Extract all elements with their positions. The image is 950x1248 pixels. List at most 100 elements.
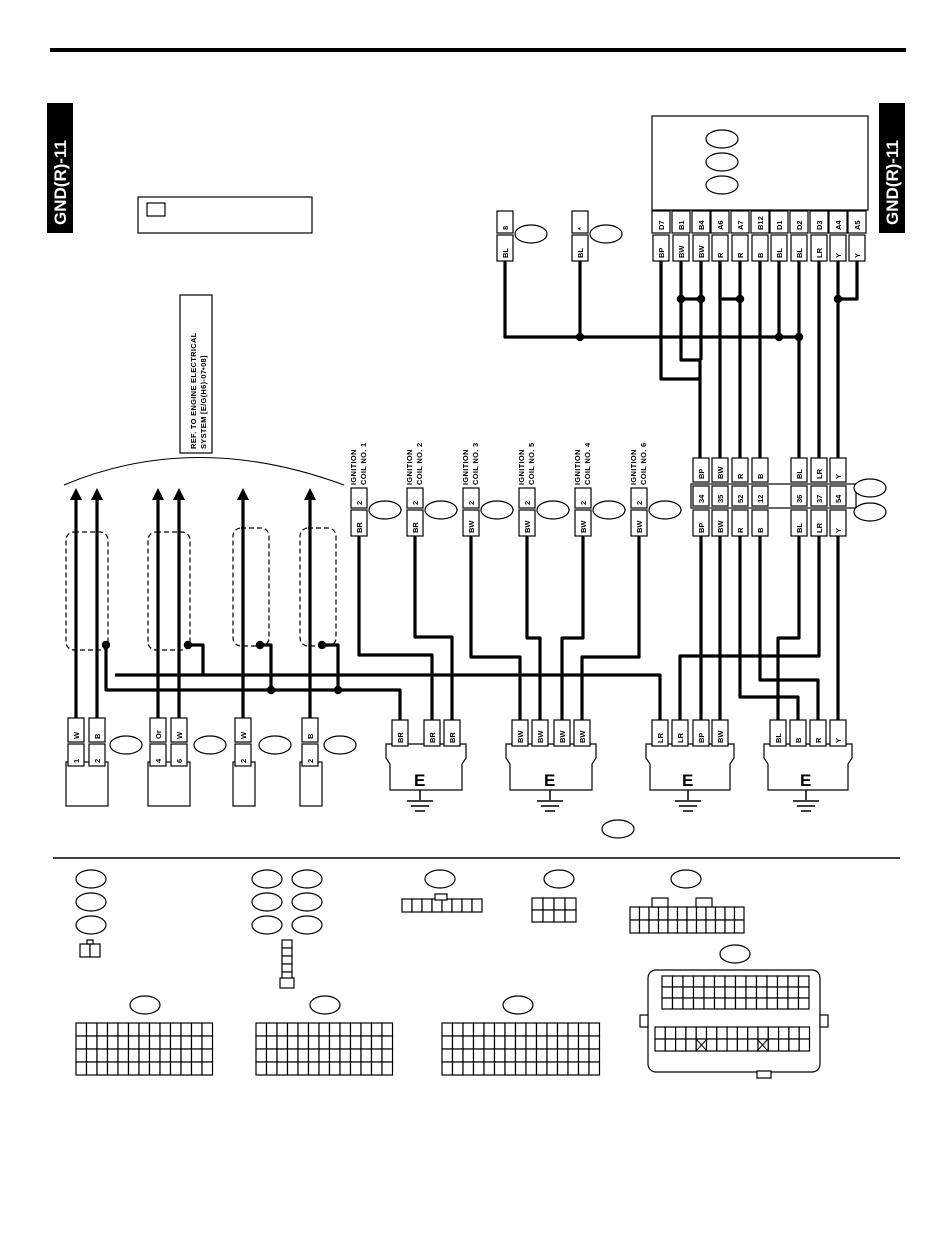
coil-wire-color: BW <box>574 509 592 537</box>
svg-text:IGNITION: IGNITION <box>405 449 414 485</box>
sensor-pin-label: 2 <box>301 743 319 767</box>
coil-pin-label: 2 <box>350 487 368 509</box>
svg-text:SYSTEM [E/G(H6)-07•08]: SYSTEM [E/G(H6)-07•08] <box>199 355 208 449</box>
sensor <box>147 761 191 807</box>
terminal-ref-oval <box>589 224 623 244</box>
terminal-pin-label: 8 <box>496 210 514 234</box>
coil-pin-label: 2 <box>518 487 536 509</box>
junction-dot <box>696 294 706 304</box>
shield-drain-wire <box>322 643 340 690</box>
bl-wire <box>776 536 801 720</box>
connector-ref-oval <box>75 869 107 889</box>
junction-dot <box>317 640 327 650</box>
svg-text:6: 6 <box>175 759 184 763</box>
ground-label: E <box>544 771 555 790</box>
svg-text:D3: D3 <box>815 220 824 230</box>
svg-text:R: R <box>736 252 745 258</box>
svg-text:37: 37 <box>815 495 824 503</box>
svg-text:BL: BL <box>795 523 804 533</box>
ecm-pin-label: B4 <box>691 210 711 234</box>
reference-note: REF. TO ENGINE ELECTRICAL SYSTEM [E/G(H6… <box>179 294 213 454</box>
joint-pin-label: 54 <box>829 485 847 507</box>
svg-text:B12: B12 <box>756 216 765 230</box>
terminal-pin-label: * <box>571 210 589 234</box>
joint-upper-color: BP <box>692 457 710 483</box>
svg-text:D1: D1 <box>775 220 784 230</box>
terminal-wire-color: BL <box>496 234 514 262</box>
joint-upper-color: BW <box>711 457 729 483</box>
connector-ref-oval <box>251 892 283 912</box>
ecm-wire-color: B <box>751 234 769 262</box>
svg-text:BL: BL <box>795 469 804 479</box>
connector-ref-oval <box>75 915 107 935</box>
page-tag-left: GND(R)-11 <box>47 103 73 233</box>
joint-pin-label: 52 <box>731 485 749 507</box>
ecm-wire-color: LR <box>810 234 828 262</box>
joint-upper-color: BL <box>790 457 808 483</box>
arrow-head <box>70 488 82 500</box>
junction-dot <box>255 640 265 650</box>
ground-wire-color: BW <box>573 719 591 747</box>
bl-bus-wire <box>503 261 799 339</box>
svg-text:BW: BW <box>558 730 567 743</box>
sensor-pin-label: 6 <box>170 743 188 767</box>
svg-text:COIL NO. 2: COIL NO. 2 <box>415 443 424 485</box>
svg-text:W: W <box>72 731 81 739</box>
ecm-wire-color: R <box>731 234 749 262</box>
shield <box>232 527 270 647</box>
coil-ref-oval <box>368 500 402 520</box>
svg-text:BL: BL <box>774 733 783 743</box>
svg-text:D2: D2 <box>795 220 804 230</box>
shield <box>147 531 191 651</box>
connector-terminal-strip <box>281 939 293 981</box>
ecm-pin-label: D3 <box>809 210 829 234</box>
svg-text:BP: BP <box>697 733 706 743</box>
svg-text:Y: Y <box>853 253 862 258</box>
svg-text:IGNITION: IGNITION <box>461 449 470 485</box>
coil-wire-color: BR <box>406 509 424 537</box>
sensor <box>232 761 256 807</box>
ecm-pin-label: A5 <box>847 210 867 234</box>
ground-wire-color: BP <box>692 719 710 747</box>
svg-text:IGNITION: IGNITION <box>349 449 358 485</box>
bp-wire <box>659 261 700 381</box>
svg-text:34: 34 <box>697 494 706 503</box>
connector-views <box>75 869 829 1079</box>
svg-text:2: 2 <box>411 501 420 505</box>
svg-text:BW: BW <box>697 245 706 258</box>
ground-wire-color: B <box>789 719 807 747</box>
arrow-head <box>237 488 249 500</box>
joint-pin-label: 37 <box>810 485 828 507</box>
ecm-pin-label: A6 <box>710 210 730 234</box>
ecm-unit <box>651 115 869 211</box>
page-tag-right: GND(R)-11 <box>879 103 905 233</box>
arrow-head <box>173 488 185 500</box>
coil-ref-oval <box>480 500 514 520</box>
ground-connector: E <box>385 743 467 812</box>
svg-text:BP: BP <box>697 469 706 479</box>
junction-dot <box>101 640 111 650</box>
empty-cavity-mark <box>695 1038 769 1052</box>
svg-text:*: * <box>576 227 585 230</box>
svg-text:Y: Y <box>834 738 843 743</box>
svg-text:36: 36 <box>795 495 804 503</box>
svg-text:BW: BW <box>716 730 725 743</box>
svg-text:BW: BW <box>635 520 644 533</box>
svg-text:2: 2 <box>306 759 315 763</box>
joint-pin-label: 12 <box>751 485 769 507</box>
svg-text:IGNITION: IGNITION <box>573 449 582 485</box>
svg-text:GND(R)-11: GND(R)-11 <box>883 140 902 225</box>
svg-text:B: B <box>794 737 803 743</box>
shield-drain-wire <box>188 643 205 675</box>
coil-ref-oval <box>536 500 570 520</box>
ecm-wire-color: BP <box>652 234 670 262</box>
connector-ref-oval <box>502 995 534 1015</box>
svg-text:LR: LR <box>656 732 665 743</box>
connector-ref-oval <box>719 944 751 964</box>
ecm-wire-color: BL <box>790 234 808 262</box>
svg-text:BW: BW <box>467 520 476 533</box>
svg-text:A6: A6 <box>716 220 725 230</box>
bw-wire <box>679 299 702 458</box>
